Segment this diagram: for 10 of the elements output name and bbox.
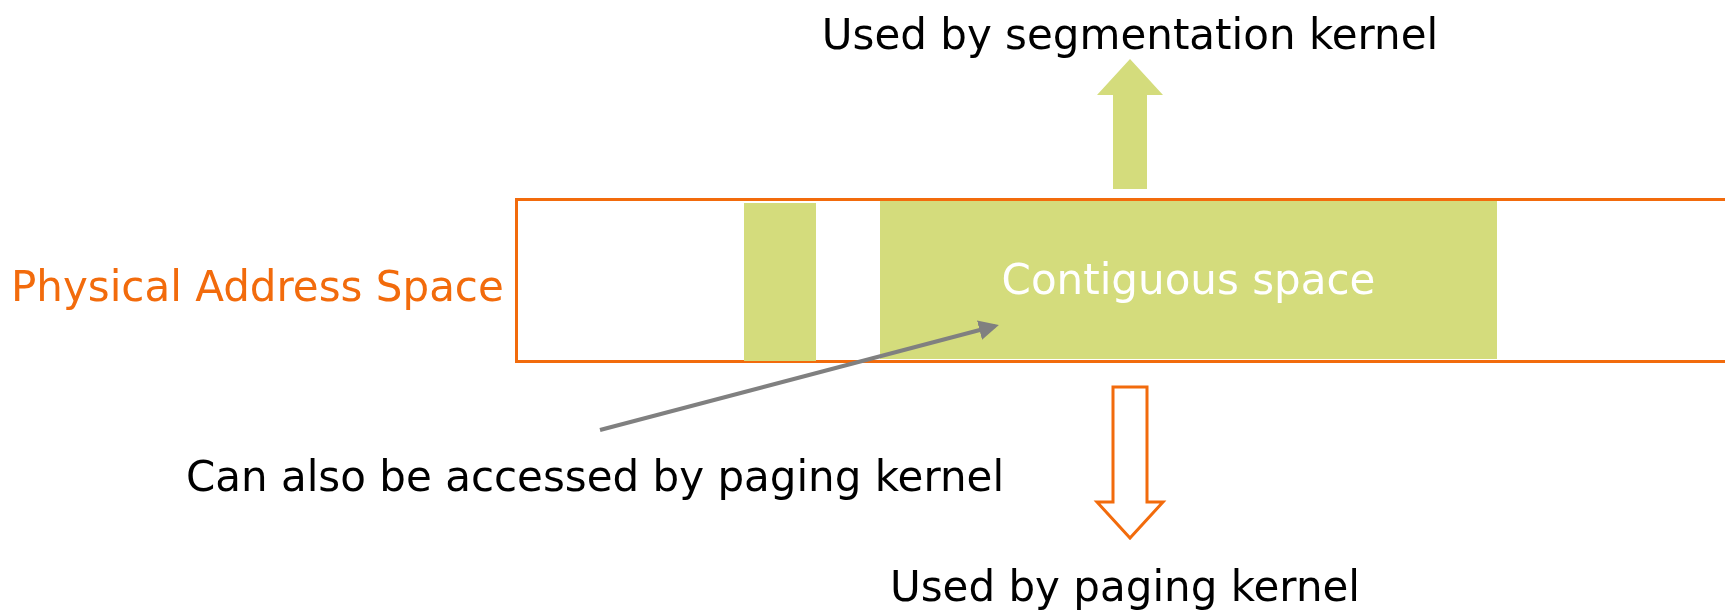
arrow <box>599 320 999 432</box>
callout-text: Can also be accessed by paging kernel <box>185 452 1005 502</box>
outline-block-arrow <box>1093 385 1167 541</box>
memory-block <box>880 201 1497 359</box>
address-space-label: Physical Address Space <box>11 262 504 312</box>
memory-block <box>744 203 816 361</box>
block-label: Contiguous space <box>1001 255 1376 305</box>
caption-text: Used by segmentation kernel <box>821 10 1439 60</box>
block-arrow <box>1097 59 1163 189</box>
caption-text: Used by paging kernel <box>890 561 1360 612</box>
